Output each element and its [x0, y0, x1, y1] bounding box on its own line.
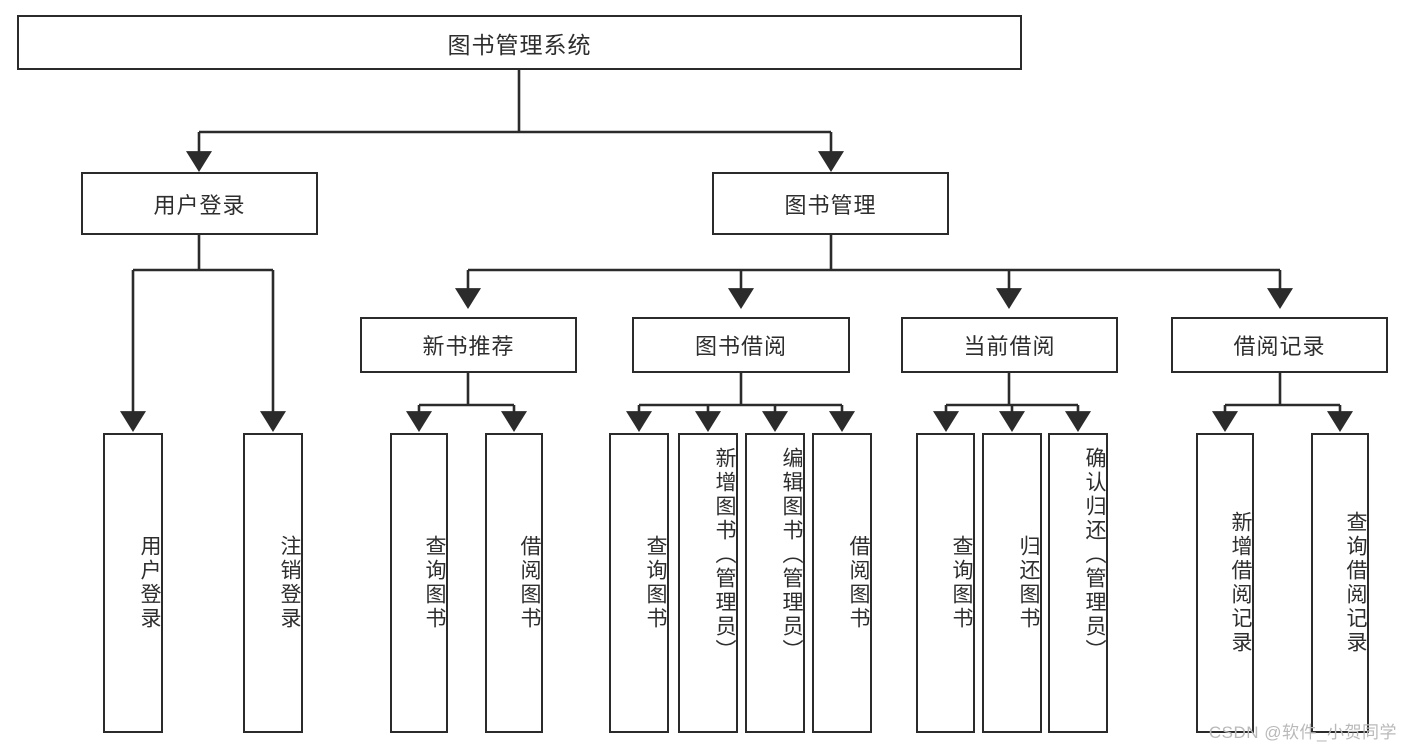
node-leaf-borrow-book-2[interactable]: 借阅图书	[812, 433, 872, 733]
node-leaf-query-record[interactable]: 查询借阅记录	[1311, 433, 1369, 733]
node-leaf-query-book-2[interactable]: 查询图书	[609, 433, 669, 733]
node-label: 新书推荐	[422, 334, 515, 359]
node-book-manage[interactable]: 图书管理	[712, 172, 949, 235]
node-book-borrow[interactable]: 图书借阅	[632, 317, 850, 373]
node-user-login[interactable]: 用户登录	[81, 172, 318, 235]
node-leaf-query-book-3[interactable]: 查询图书	[916, 433, 975, 733]
node-leaf-borrow-book-1[interactable]: 借阅图书	[485, 433, 543, 733]
node-leaf-user-login[interactable]: 用户登录	[103, 433, 163, 733]
node-leaf-edit-book[interactable]: 编辑图书（管理员）	[745, 433, 805, 733]
node-label: 当前借阅	[963, 334, 1056, 359]
node-leaf-logout[interactable]: 注销登录	[243, 433, 303, 733]
node-label: 注销登录	[278, 535, 301, 631]
node-leaf-confirm-return[interactable]: 确认归还（管理员）	[1048, 433, 1108, 733]
node-label: 用户登录	[138, 535, 161, 631]
node-new-book-recommend[interactable]: 新书推荐	[360, 317, 577, 373]
node-label: 借阅图书	[847, 535, 870, 631]
node-label: 查询借阅记录	[1344, 511, 1367, 655]
node-label: 新增图书（管理员）	[713, 447, 736, 663]
node-label: 借阅记录	[1233, 334, 1326, 359]
node-current-borrow[interactable]: 当前借阅	[901, 317, 1118, 373]
node-label: 归还图书	[1017, 535, 1040, 631]
node-root-book-management-system[interactable]: 图书管理系统	[17, 15, 1022, 70]
node-label: 借阅图书	[518, 535, 541, 631]
node-label: 查询图书	[644, 535, 667, 631]
node-leaf-query-book-1[interactable]: 查询图书	[390, 433, 448, 733]
node-label: 用户登录	[153, 192, 246, 218]
node-borrow-record[interactable]: 借阅记录	[1171, 317, 1388, 373]
node-label: 编辑图书（管理员）	[780, 447, 803, 663]
node-leaf-add-record[interactable]: 新增借阅记录	[1196, 433, 1254, 733]
node-label: 图书借阅	[694, 334, 787, 359]
node-label: 确认归还（管理员）	[1083, 447, 1106, 663]
node-label: 查询图书	[423, 535, 446, 631]
node-label: 图书管理	[784, 192, 877, 218]
node-label: 图书管理系统	[447, 31, 592, 58]
node-leaf-return-book[interactable]: 归还图书	[982, 433, 1042, 733]
watermark-text: CSDN @软件_小贺同学	[1208, 723, 1397, 742]
node-label: 查询图书	[950, 535, 973, 631]
node-label: 新增借阅记录	[1229, 511, 1252, 655]
node-leaf-add-book[interactable]: 新增图书（管理员）	[678, 433, 738, 733]
